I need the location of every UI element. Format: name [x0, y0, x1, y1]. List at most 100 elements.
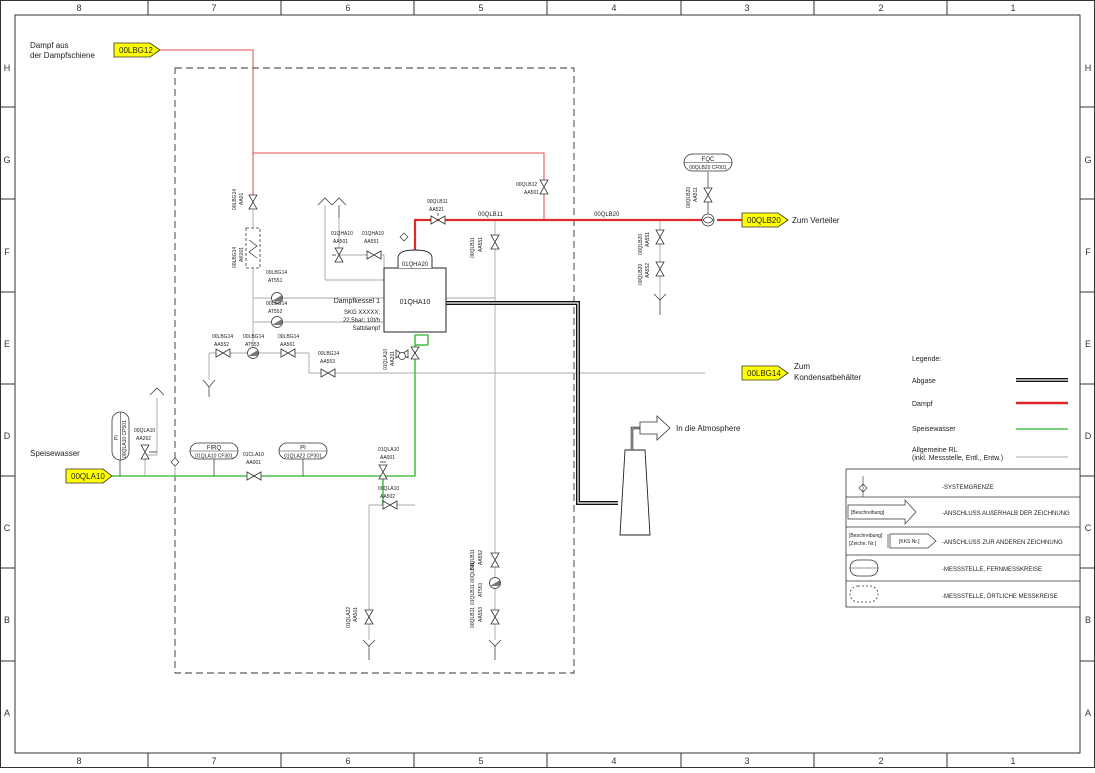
grid-row-g-left: G [3, 155, 10, 165]
grid-row-h-right: H [1085, 63, 1092, 73]
lbl-qla22-aa501-b: AA501 [353, 607, 359, 622]
valve-qlb11-aa552[interactable] [490, 552, 500, 568]
boiler-dome-id: 01QHA20 [402, 262, 429, 268]
fqc-code: FQC [702, 157, 715, 163]
pi-left-tag: 00QLA10 CP501 [122, 420, 128, 458]
valve-qlb20-aa511[interactable] [703, 172, 713, 214]
grid-row-b-left: B [4, 615, 10, 625]
valve-qlb20-aa552[interactable] [655, 261, 665, 277]
grid-col-6-top: 6 [345, 3, 350, 13]
instrument-pi-mid[interactable]: PI 01QLA22 CP301 [278, 442, 328, 460]
connector-feedwater[interactable]: 00QLA10 Speisewasser [30, 449, 113, 484]
filter-at551[interactable] [271, 292, 283, 304]
connector-steam-out[interactable]: 00QLB20 Zum Verteiler [741, 212, 840, 228]
valve-qlb11-aa521[interactable] [430, 213, 446, 225]
filter-qlb11-at551[interactable] [489, 577, 501, 589]
steam-lines [150, 49, 742, 255]
legend-symbol-table [845, 468, 1081, 608]
valve-qla10-aa001[interactable] [378, 461, 388, 480]
valve-qha10-aa551[interactable] [366, 250, 382, 260]
lbl-aa552-a: 00LBG14 [212, 334, 233, 340]
grid-row-e-right: E [1085, 339, 1091, 349]
drain-funnel-icon [488, 639, 502, 647]
boundary-diamond-icon [170, 457, 180, 467]
instrument-fqc[interactable]: FQC 00QLB20 CF001 [683, 153, 733, 172]
drain-funnel-icon [362, 639, 376, 647]
valve-lbg14-aa553[interactable] [320, 368, 336, 378]
grid-row-a-right: A [1085, 708, 1091, 718]
grid-col-2-bottom: 2 [878, 756, 883, 766]
lbl-qlb11-aa553-b: AA553 [478, 607, 484, 622]
grid-col-1-top: 1 [1010, 3, 1015, 13]
valve-qla10-aa502[interactable] [382, 500, 398, 510]
grid-col-7-top: 7 [211, 3, 216, 13]
lbl-qlb20-aa552-a: 00QLB20 [638, 264, 644, 285]
valve-cla10-aa001[interactable] [246, 471, 262, 481]
grid-row-f-left: F [4, 247, 10, 257]
firq-tag: 01QLA10 CF301 [195, 454, 233, 460]
steam-in-label-1: Dampf aus [30, 41, 69, 50]
control-valve-qla10-aa201[interactable] [395, 346, 420, 360]
lbl-qha10-aa501-b: AA501 [333, 239, 348, 245]
valve-qlb11-aa551[interactable] [490, 234, 500, 250]
fqc-tag: 00QLB20 CF001 [689, 165, 727, 171]
lbl-qla10-aa502-b: AA502 [380, 494, 395, 500]
boiler-desc-1: Dampfkessel 1 [334, 298, 380, 305]
condensate-label-2: Kondensatbehälter [794, 373, 862, 382]
boiler-desc-4: Sattdampf [353, 326, 381, 332]
legend-sym-external: -ANSCHLUSS AUßERHALB DER ZEICHNUNG [942, 511, 1070, 517]
filter-at552[interactable] [271, 316, 283, 328]
steam-boiler: 01QHA20 01QHA10 Dampfkessel 1 SKG XXXXX;… [334, 249, 447, 333]
connector-condensate[interactable]: 00LBG14 Zum Kondensatbehälter [741, 362, 862, 382]
legend-sym-remote: -MESSSTELLE, FERNMESSKREISE [942, 567, 1042, 573]
grid-col-2-top: 2 [878, 3, 883, 13]
grid-col-5-bottom: 5 [478, 756, 483, 766]
boundary-diamond-icon [399, 232, 409, 242]
grid-row-c-right: C [1085, 523, 1092, 533]
lbl-qlb20-aa552-b: AA552 [645, 263, 651, 278]
steam-in-label-2: der Dampfschiene [30, 51, 95, 60]
lbl-qla22-aa501-a: 01QLA22 [346, 607, 352, 628]
valve-lbg14-aa01[interactable] [248, 194, 258, 210]
instrument-firq[interactable]: FIRQ 01QLA10 CF301 [189, 442, 239, 460]
vent-arrow-icon [331, 197, 347, 206]
grid-row-h-left: H [4, 63, 11, 73]
chimney-stack: In die Atmosphere [619, 415, 741, 536]
valve-qha10-aa501[interactable] [332, 247, 344, 263]
valve-lbg14-aa561[interactable] [280, 348, 296, 358]
steam-in-tag: 00LBG12 [119, 46, 153, 55]
lbl-qlb20-aa551-b: AA551 [645, 232, 651, 247]
grid-row-b-right: B [1085, 615, 1091, 625]
lbl-lbg14-aa01-a: 00LBG14 [232, 189, 238, 210]
valve-qlb20-aa551[interactable] [655, 229, 665, 245]
flowmeter-qlb20[interactable] [701, 213, 715, 227]
valve-qlb11-aa553[interactable] [490, 609, 500, 625]
instrument-pi-left[interactable]: PI 00QLA10 CP501 [111, 411, 130, 461]
lbl-aa553-a: 00LBG14 [318, 351, 339, 357]
boiler-id: 01QHA10 [400, 299, 431, 306]
valve-qlb12-aa501[interactable] [539, 179, 549, 195]
firq-code: FIRQ [207, 446, 222, 452]
boiler-dome [397, 249, 433, 268]
valve-qla22-aa501[interactable] [364, 609, 374, 625]
legend-sym-boundary: -SYSTEMGRENZE [942, 485, 994, 491]
lbl-qla10-aa201-a: 01QLA10 [383, 349, 389, 370]
pi-mid-code: PI [300, 446, 306, 452]
steam-out-tag: 00QLB20 [747, 216, 781, 225]
safety-valve-qla10-aa262[interactable] [140, 444, 157, 460]
grid-col-6-bottom: 6 [345, 756, 350, 766]
lbl-qlb11-aa551-a: 00QLB11 [470, 237, 476, 258]
grid-row-f-right: F [1085, 247, 1091, 257]
lbl-qlb11-aa552-b: AA552 [478, 550, 484, 565]
lbl-cla10-aa001-b: AA001 [246, 460, 261, 466]
condensate-separator[interactable] [245, 227, 261, 269]
valve-lbg14-aa552[interactable] [215, 348, 231, 358]
lbl-at552-a: 00LBG14 [266, 301, 287, 307]
boiler-desc-3: 22,5bar; 10t/h [343, 318, 380, 324]
legend-sym-other-box2: [Zeichn. Nr.] [849, 541, 877, 547]
lbl-qlb20-aa511-a: 00QLB20 [686, 187, 692, 208]
filter-at553[interactable] [247, 347, 259, 359]
connector-steam-in[interactable]: 00LBG12 Dampf aus der Dampfschiene [30, 41, 161, 60]
